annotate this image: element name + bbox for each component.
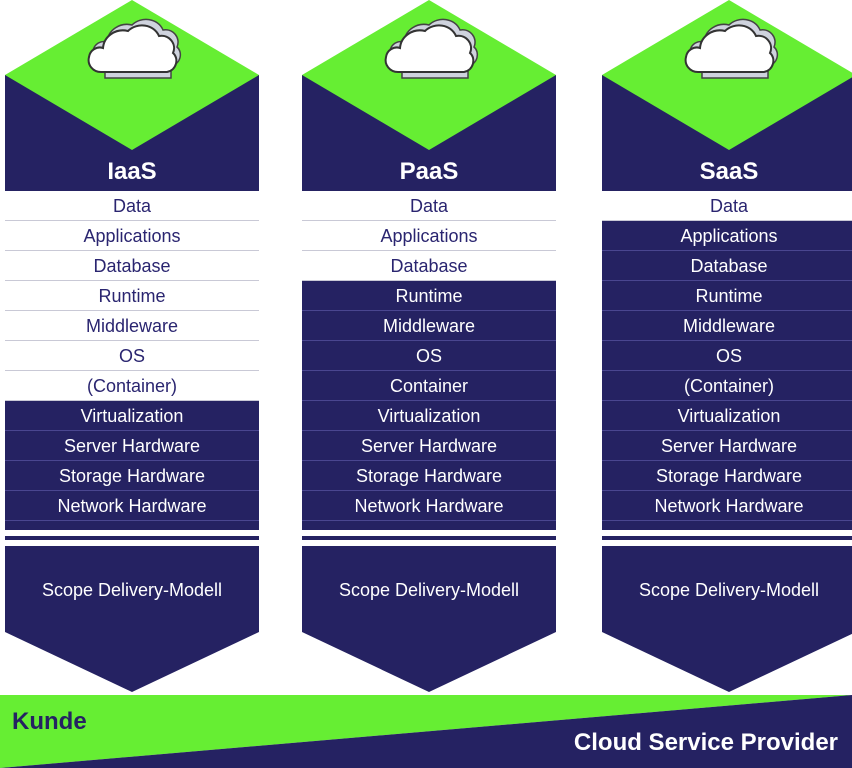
layer-row: Container (302, 371, 556, 401)
layer-row: Network Hardware (302, 491, 556, 521)
column-title: IaaS (107, 158, 157, 185)
cloud-icon (684, 18, 779, 79)
responsibility-bar (0, 695, 852, 768)
cloud-icon (87, 18, 182, 79)
cloud-icon (384, 18, 479, 79)
layer-row: Runtime (5, 281, 259, 311)
layer-row: OS (602, 341, 852, 371)
layer-row: Applications (302, 221, 556, 251)
provider-label: Cloud Service Provider (573, 729, 838, 756)
layer-row: OS (302, 341, 556, 371)
scope-label: Scope Delivery-Modell (338, 580, 520, 600)
layer-row: Storage Hardware (5, 461, 259, 491)
layer-row: Runtime (602, 281, 852, 311)
layer-row: Database (302, 251, 556, 281)
layer-row: Network Hardware (5, 491, 259, 521)
column-title: SaaS (699, 158, 759, 185)
layer-row: Server Hardware (602, 431, 852, 461)
scope-label: Scope Delivery-Modell (41, 580, 223, 600)
layer-row: Storage Hardware (602, 461, 852, 491)
scope-label: Scope Delivery-Modell (638, 580, 820, 600)
layer-row: Middleware (602, 311, 852, 341)
layer-row: Virtualization (5, 401, 259, 431)
layer-row: Data (302, 191, 556, 221)
layer-row: Applications (5, 221, 259, 251)
layer-row: Database (5, 251, 259, 281)
layer-row: Virtualization (602, 401, 852, 431)
layer-row: (Container) (602, 371, 852, 401)
layer-row: Server Hardware (302, 431, 556, 461)
layer-row: Applications (602, 221, 852, 251)
layer-row: Runtime (302, 281, 556, 311)
layer-row: Server Hardware (5, 431, 259, 461)
layer-row: Virtualization (302, 401, 556, 431)
column-title: PaaS (399, 158, 459, 185)
layer-row: (Container) (5, 371, 259, 401)
layer-row: Network Hardware (602, 491, 852, 521)
layer-row: Database (602, 251, 852, 281)
customer-label: Kunde (12, 708, 87, 735)
layer-row: Data (602, 191, 852, 221)
layer-row: Middleware (302, 311, 556, 341)
layer-row: Storage Hardware (302, 461, 556, 491)
layer-row: OS (5, 341, 259, 371)
layer-row: Middleware (5, 311, 259, 341)
layer-row: Data (5, 191, 259, 221)
